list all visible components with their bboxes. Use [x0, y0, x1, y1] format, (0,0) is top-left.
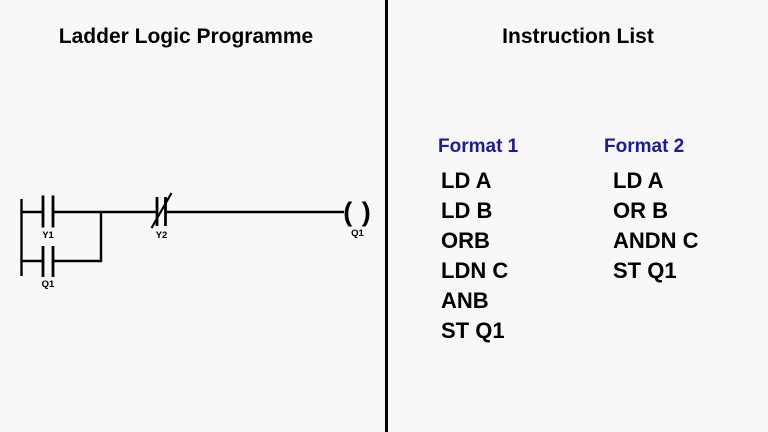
ladder-panel-title: Ladder Logic Programme — [58, 25, 314, 48]
instruction-line: LD A — [441, 168, 492, 193]
nc-slash-icon — [150, 192, 173, 229]
contact-q1: Q1 — [41, 246, 55, 290]
contact-q1-label: Q1 — [42, 279, 55, 290]
panel-divider — [385, 0, 388, 432]
instruction-line: ORB — [441, 228, 490, 253]
instruction-line: LDN C — [441, 258, 509, 283]
format-2-header: Format 2 — [604, 136, 685, 157]
instruction-line: LD A — [613, 168, 664, 193]
coil-label: Q1 — [351, 228, 364, 239]
contact-y1: Y1 — [41, 195, 55, 241]
instruction-line: ST Q1 — [613, 258, 677, 283]
instruction-line: LD B — [441, 198, 493, 223]
format-1-header: Format 1 — [438, 136, 519, 157]
coil-symbol-icon: ( ) — [343, 197, 371, 227]
output-coil: ( ) Q1 — [343, 197, 371, 239]
instruction-line: ANB — [441, 288, 489, 313]
contact-y1-label: Y1 — [42, 230, 54, 241]
format-1-list: LD A LD B ORB LDN C ANB ST Q1 — [441, 166, 508, 346]
instruction-line: ST Q1 — [441, 318, 505, 343]
instruction-line: OR B — [613, 198, 668, 223]
contact-y2-label: Y2 — [156, 230, 168, 241]
ladder-diagram: Y1 Q1 Y2 ( ) Q1 — [20, 192, 371, 290]
instruction-line: ANDN C — [613, 228, 699, 253]
format-2-list: LD A OR B ANDN C ST Q1 — [613, 166, 699, 286]
parallel-branch-wires — [21, 212, 103, 263]
contact-y2: Y2 — [150, 192, 173, 241]
instruction-list-title: Instruction List — [502, 25, 654, 48]
